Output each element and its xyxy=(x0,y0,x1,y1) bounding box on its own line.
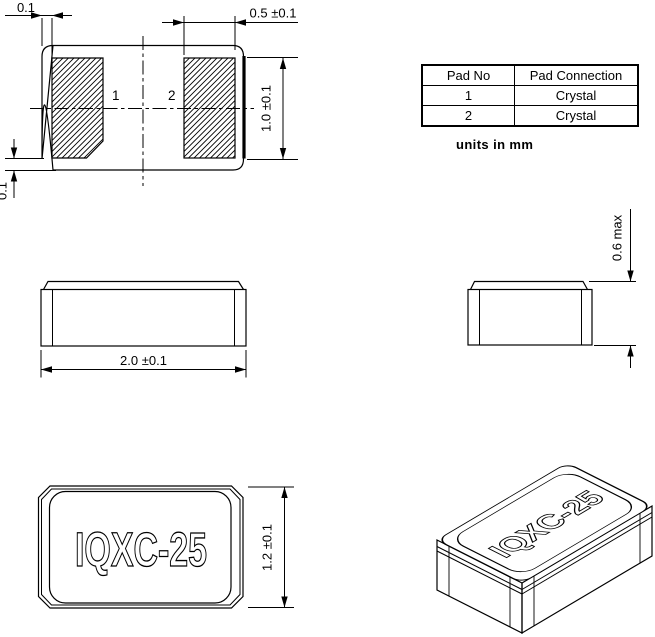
table-header-row: Pad No Pad Connection xyxy=(423,66,637,85)
dimension-body-width: 2.0 ±0.1 xyxy=(40,350,247,378)
end-view: 0.6 max xyxy=(467,209,636,368)
lid-surface xyxy=(48,490,232,604)
pad-1-number: 1 xyxy=(112,88,120,103)
table-cell-pad-no: 2 xyxy=(423,106,515,125)
table-row: 2 Crystal xyxy=(423,105,637,125)
units-note: units in mm xyxy=(456,137,534,152)
end-body xyxy=(467,288,593,346)
package-body-outline xyxy=(41,44,245,171)
table-cell-pad-no: 1 xyxy=(423,86,515,105)
table-cell-pad-connection: Crystal xyxy=(555,88,597,103)
front-lid-line xyxy=(42,280,245,290)
dimension-left-gap: 0.1 xyxy=(5,0,72,56)
iso-seam-lines xyxy=(436,512,653,595)
end-lid-line xyxy=(469,280,589,290)
dim-body-width-label: 2.0 ±0.1 xyxy=(120,353,167,368)
dimension-body-depth: 1.2 ±0.1 xyxy=(248,486,294,608)
dim-bottom-gap-label: 0.1 xyxy=(0,182,10,200)
iso-corner-castellations xyxy=(448,513,641,627)
dim-pad-length-label: 1.0 ±0.1 xyxy=(259,85,274,132)
land-pattern-view: 1 2 0.1 0.5 ±0.1 1.0 ±0.1 xyxy=(0,0,298,200)
lid-outer-outline xyxy=(37,485,244,609)
dim-body-depth-label: 1.2 ±0.1 xyxy=(260,524,275,571)
lid-view: IQXC-25 1.2 ±0.1 xyxy=(37,485,294,609)
pad-1 xyxy=(51,57,104,159)
front-view: 2.0 ±0.1 xyxy=(40,280,247,378)
dimension-pad-length: 1.0 ±0.1 xyxy=(247,57,298,160)
lid-inner-outline xyxy=(41,488,241,606)
table-header-pad-no: Pad No xyxy=(423,66,515,85)
dimension-pad-width: 0.5 ±0.1 xyxy=(162,6,298,55)
pad-connection-table: Pad No Pad Connection 1 Crystal 2 Crysta… xyxy=(421,64,639,127)
table-cell-pad-connection: Crystal xyxy=(555,108,597,123)
dimension-body-height: 0.6 max xyxy=(589,209,636,368)
table-header-pad-connection: Pad Connection xyxy=(529,68,623,83)
dimension-bottom-gap: 0.1 xyxy=(0,139,56,200)
iso-top-face xyxy=(441,465,648,581)
front-body xyxy=(40,288,247,347)
dim-left-gap-label: 0.1 xyxy=(17,0,35,15)
iso-lid-surface xyxy=(456,473,633,573)
table-row: 1 Crystal xyxy=(423,85,637,105)
dim-body-height-label: 0.6 max xyxy=(610,214,625,261)
part-number-marking: IQXC-25 xyxy=(75,524,207,577)
pad-2-number: 2 xyxy=(168,88,176,103)
isometric-view: IQXC-25 xyxy=(436,465,653,635)
dim-pad-width-label: 0.5 ±0.1 xyxy=(250,6,297,21)
